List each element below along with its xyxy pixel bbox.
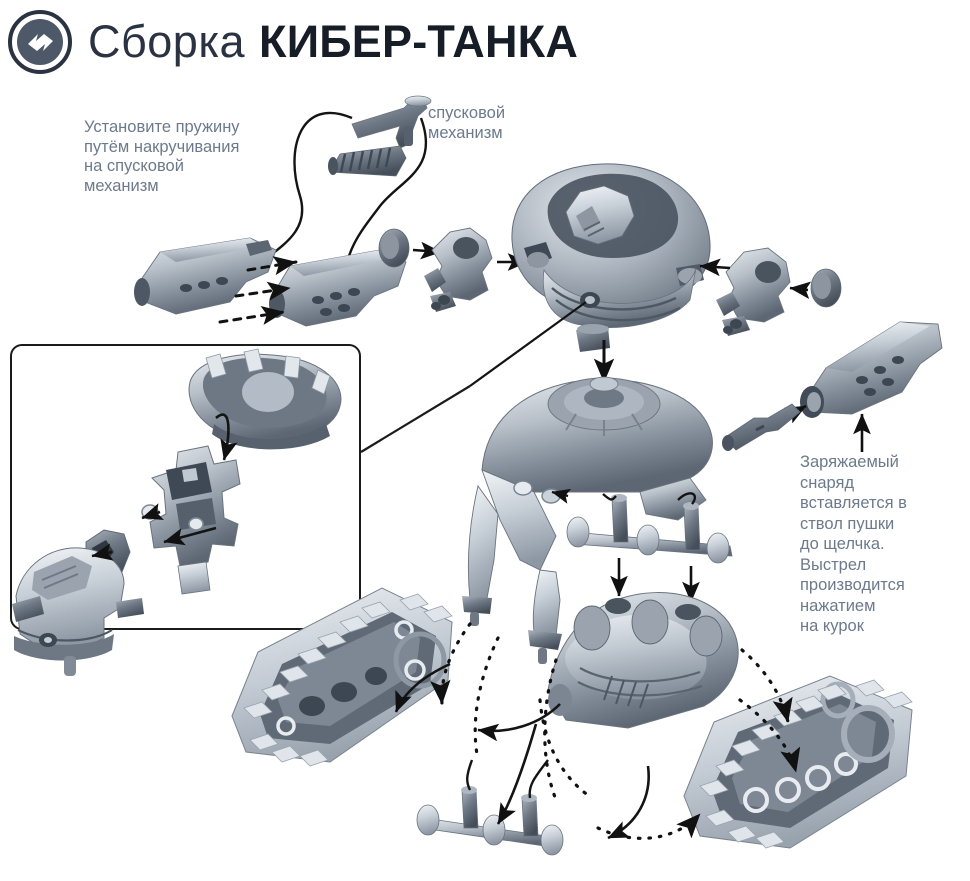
callout-install-spring: Установите пружину путём накручивания на… [84, 118, 240, 195]
connector-solid-to-tracks [394, 662, 650, 840]
part-gun-mount-left [424, 227, 493, 312]
arrow-axle-into-engine [610, 558, 700, 603]
connector-dotted-barrels [218, 256, 298, 325]
part-shell-round [722, 403, 801, 451]
arrow-disc-to-mount [412, 241, 442, 260]
part-track-right [683, 675, 913, 849]
inset-leader-line [360, 385, 471, 453]
arrow-right-disc-to-mount [789, 281, 812, 300]
part-axle-lower [416, 786, 564, 856]
part-barrel-right [800, 321, 943, 418]
connector-hull-to-axle-lower [466, 759, 549, 799]
connector-turret-to-inset [469, 301, 587, 387]
callout-trigger-mechanism: спусковой механизм [428, 104, 506, 142]
arrow-hull-socket [551, 488, 572, 504]
part-spring [328, 145, 407, 177]
page-header: Сборка КИБЕР-ТАНКА [0, 0, 970, 86]
detail-inset-box [10, 344, 361, 630]
part-gun-mount-right [716, 247, 791, 336]
part-axle-upper [566, 494, 733, 564]
page-title-light: Сборка [88, 16, 246, 67]
arrow-shell-into-barrel [779, 404, 807, 424]
connector-trigger-to-center-barrel [336, 117, 428, 283]
arrow-right-mount-to-turret [699, 258, 731, 277]
part-barrel-center [269, 249, 407, 327]
part-disc-left [378, 228, 410, 268]
part-engine-block [547, 592, 739, 729]
part-barrel-left [134, 237, 277, 315]
part-trigger-bar [351, 95, 432, 149]
part-disc-right [810, 268, 842, 308]
page-title-bold: КИБЕР-ТАНКА [259, 16, 579, 67]
connector-dotted-to-tracks [430, 622, 801, 840]
connector-hull-to-axle-upper [602, 492, 697, 505]
part-hull-upper [462, 376, 713, 664]
lightning-bolt-badge-icon [8, 10, 72, 74]
part-turret-dome [511, 163, 711, 352]
page-title: Сборка КИБЕР-ТАНКА [88, 13, 578, 71]
callout-loading-shell: Заряжаемый снаряд вставляется в ствол пу… [800, 453, 907, 635]
